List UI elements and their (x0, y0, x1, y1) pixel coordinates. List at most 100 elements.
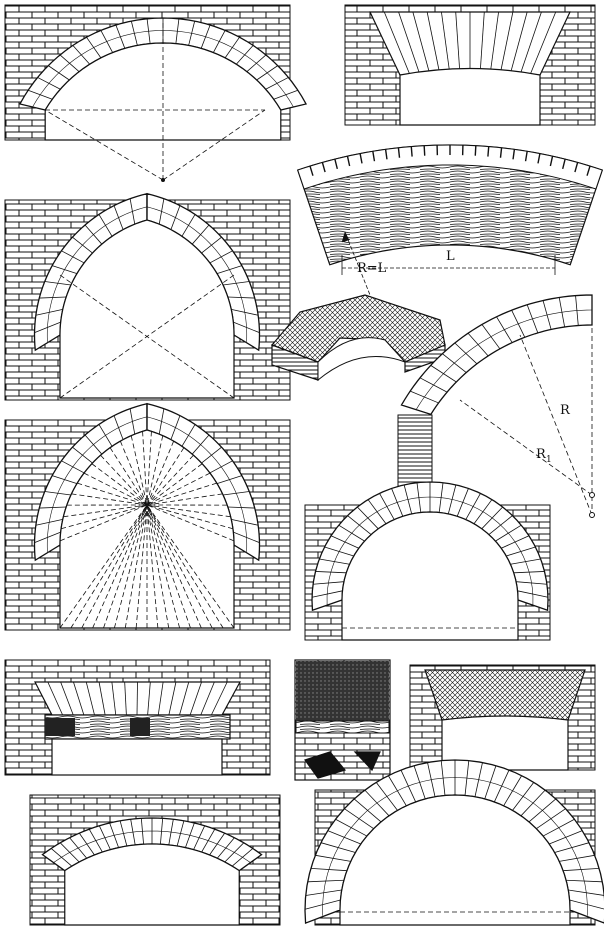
tick-mark (372, 151, 376, 162)
round-arch (304, 481, 551, 641)
quarter-arch-with-radii (397, 294, 595, 518)
voussoir-joint (426, 11, 441, 76)
fan-line (100, 454, 148, 506)
arch-opening (341, 511, 519, 641)
center-point (589, 492, 595, 498)
fan-line (146, 504, 181, 629)
fan-line (146, 504, 224, 629)
drawing-layer (4, 4, 604, 926)
voussoir-joint (200, 681, 215, 716)
tick-mark (334, 158, 338, 170)
fan-line (63, 504, 148, 518)
lintel-end (45, 718, 75, 736)
fan-line (71, 493, 148, 506)
tick-mark (384, 149, 388, 160)
arch-course-line (46, 416, 147, 552)
fan-line (59, 504, 148, 629)
voussoir-joint (479, 11, 485, 76)
radius-line (344, 231, 373, 301)
semicircular-arch-bottom-right (304, 759, 604, 926)
timber-section (295, 720, 390, 734)
fan-line (146, 504, 159, 629)
voussoir-joint (211, 681, 228, 716)
radius-equals-span-label: R=L (357, 261, 387, 276)
pointed-arch (4, 192, 291, 401)
tick-mark (359, 153, 363, 164)
voussoir-joint (98, 681, 106, 716)
fan-line (77, 482, 148, 506)
arch-course-line (32, 30, 294, 107)
tick-mark (499, 147, 503, 158)
fan-line (146, 504, 231, 518)
fan-line (119, 441, 148, 506)
voussoir-joint (85, 681, 95, 716)
fan-line (146, 504, 213, 629)
voussoir-joint (489, 11, 499, 76)
arch-course-line (46, 206, 147, 342)
center-point (161, 178, 165, 182)
fan-line (135, 504, 148, 629)
voussoir-joint (455, 11, 461, 76)
fan-line (113, 504, 148, 629)
tick-mark (321, 162, 326, 173)
fan-line (83, 472, 148, 506)
flat-arch-with-timber-lintel (4, 659, 271, 776)
arch-opening (399, 67, 541, 126)
fan-line (146, 447, 185, 506)
fan-line (146, 504, 191, 629)
tick-mark (397, 147, 401, 158)
tick-mark (562, 158, 566, 170)
tick-mark (512, 149, 516, 160)
fan-line (146, 472, 211, 506)
voussoir-joint (519, 11, 542, 76)
tick-mark (309, 165, 314, 176)
arch-opening (441, 715, 569, 771)
arch-course-line (326, 496, 534, 605)
fan-line (146, 482, 217, 506)
voussoir-joint (147, 681, 151, 716)
segmental-arch-bottom-left (29, 794, 281, 926)
voussoir-joint (168, 681, 177, 716)
lintel-section-detail (294, 659, 391, 781)
voussoir-joint (499, 11, 514, 76)
voussoir-joint (136, 681, 138, 716)
voussoir-joint (73, 681, 85, 716)
voussoir-joint (529, 11, 557, 76)
arch-course-line (147, 206, 248, 342)
voussoir-joint (441, 11, 451, 76)
rubble-stone (304, 751, 347, 779)
fan-line (146, 441, 175, 506)
fan-line (146, 493, 223, 506)
pointed-arch-with-fan-lines (4, 402, 291, 631)
arch-ring (400, 294, 593, 416)
arch-centering-segment (296, 144, 604, 301)
voussoir-joint (111, 681, 117, 716)
fan-line (103, 504, 148, 629)
radius-R-line (519, 334, 593, 516)
center-point (589, 512, 595, 518)
fan-line (146, 431, 152, 506)
arrow-head (341, 231, 350, 243)
fan-line (130, 435, 148, 506)
fan-line (146, 504, 170, 629)
radius-label: R (560, 403, 571, 418)
fan-line (146, 435, 164, 506)
fan-line (146, 504, 233, 530)
tick-mark (423, 145, 426, 156)
voussoir-joint (383, 11, 411, 76)
radius-R1-line (459, 399, 593, 496)
segmental-arch-with-center (4, 4, 308, 182)
fan-line (61, 504, 148, 530)
tick-mark (537, 153, 541, 164)
fan-line (81, 504, 148, 629)
tick-mark (586, 165, 591, 176)
fan-line (146, 463, 203, 506)
radius-1-subscript: 1 (546, 455, 552, 465)
voussoir-joint (124, 681, 127, 716)
construction-line (59, 274, 235, 399)
splayed-flat-arch (344, 4, 596, 126)
masonry-section (296, 661, 389, 721)
construction-line (162, 109, 266, 181)
arch-course-line (53, 830, 251, 863)
